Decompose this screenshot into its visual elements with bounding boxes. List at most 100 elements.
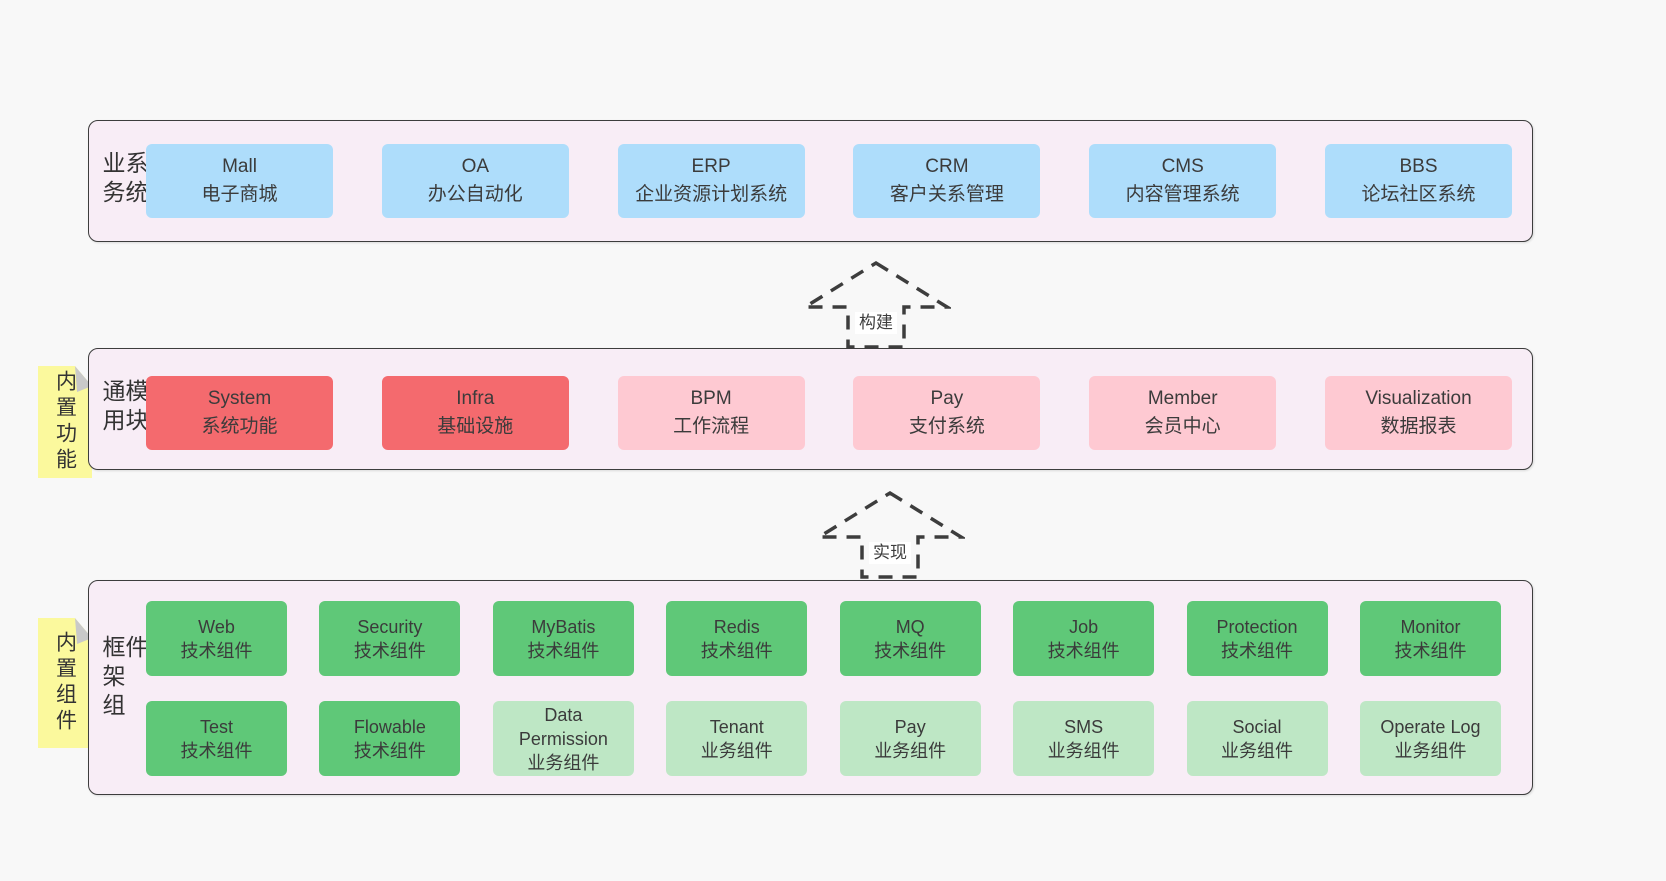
box-desc: 业务组件 — [874, 740, 947, 761]
box-desc: 技术组件 — [353, 640, 426, 661]
box-name: Flowable — [353, 716, 426, 737]
build-arrow-label: 构建 — [855, 312, 897, 335]
box-protection: Protection 技术组件 — [1186, 601, 1328, 676]
box-desc: 业务组件 — [1221, 740, 1294, 761]
box-name: SMS — [1064, 716, 1104, 737]
box-name: CRM — [925, 156, 969, 177]
box-name: BPM — [690, 388, 732, 409]
common-modules-row: System 系统功能 Infra 基础设施 BPM 工作流程 Pay 支付系统… — [146, 376, 1512, 450]
box-desc: 工作流程 — [673, 416, 750, 437]
box-pay-module: Pay 支付系统 — [853, 376, 1041, 450]
box-monitor: Monitor 技术组件 — [1359, 601, 1501, 676]
box-name: Monitor — [1400, 616, 1461, 637]
box-name: Social — [1232, 716, 1282, 737]
box-name: Visualization — [1365, 388, 1472, 409]
box-desc: 业务组件 — [1047, 740, 1120, 761]
common-modules-label: 通用模块 — [99, 379, 148, 437]
framework-row-1: Web 技术组件 Security 技术组件 MyBatis 技术组件 Redi… — [146, 601, 1501, 676]
box-name: Redis — [713, 616, 760, 637]
box-desc: 系统功能 — [201, 416, 278, 437]
box-name: Infra — [456, 388, 495, 409]
box-name: Mall — [222, 156, 257, 177]
box-infra: Infra 基础设施 — [381, 376, 569, 450]
box-desc: 会员中心 — [1144, 416, 1221, 437]
box-pay-component: Pay 业务组件 — [839, 701, 981, 776]
box-desc: 电子商城 — [201, 184, 278, 205]
box-desc: 技术组件 — [180, 640, 253, 661]
box-name: Operate Log — [1380, 716, 1481, 737]
box-desc: 业务组件 — [1394, 740, 1467, 761]
box-desc: 技术组件 — [1394, 640, 1467, 661]
box-job: Job 技术组件 — [1013, 601, 1155, 676]
framework-components-panel: 框架组件 Web 技术组件 Security 技术组件 MyBatis 技术组件… — [88, 580, 1533, 795]
box-desc: 技术组件 — [180, 740, 253, 761]
box-name: Job — [1069, 616, 1099, 637]
box-erp: ERP 企业资源计划系统 — [617, 144, 805, 218]
box-desc: 技术组件 — [1221, 640, 1294, 661]
box-visualization: Visualization 数据报表 — [1324, 376, 1512, 450]
framework-components-label: 框架组件 — [99, 634, 148, 722]
box-redis: Redis 技术组件 — [666, 601, 808, 676]
box-name: ERP — [691, 156, 731, 177]
box-desc: 技术组件 — [700, 640, 773, 661]
box-crm: CRM 客户关系管理 — [853, 144, 1041, 218]
box-desc: 技术组件 — [527, 640, 600, 661]
framework-row-2: Test 技术组件 Flowable 技术组件 Data Permission … — [146, 701, 1501, 776]
box-name: Data Permission — [518, 704, 608, 749]
box-desc: 办公自动化 — [427, 184, 523, 205]
box-system: System 系统功能 — [146, 376, 333, 450]
implement-arrow: 实现 — [815, 488, 965, 580]
box-name: BBS — [1399, 156, 1438, 177]
business-systems-panel: 业务系统 Mall 电子商城 OA 办公自动化 ERP 企业资源计划系统 CRM… — [88, 120, 1533, 242]
box-desc: 技术组件 — [1047, 640, 1120, 661]
box-desc: 技术组件 — [874, 640, 947, 661]
box-desc: 论坛社区系统 — [1361, 184, 1476, 205]
build-arrow: 构建 — [801, 258, 951, 350]
box-desc: 数据报表 — [1380, 416, 1457, 437]
box-name: CMS — [1161, 156, 1204, 177]
box-security: Security 技术组件 — [319, 601, 461, 676]
box-desc: 技术组件 — [353, 740, 426, 761]
box-name: MQ — [895, 616, 925, 637]
builtin-features-label: 内置功能 — [53, 370, 77, 474]
builtin-components-sticky: 内置组件 — [38, 618, 92, 748]
box-mq: MQ 技术组件 — [839, 601, 981, 676]
box-name: Pay — [930, 388, 964, 409]
box-social: Social 业务组件 — [1186, 701, 1328, 776]
box-desc: 业务组件 — [700, 740, 773, 761]
box-name: Pay — [894, 716, 926, 737]
box-name: Member — [1147, 388, 1218, 409]
box-name: Protection — [1216, 616, 1298, 637]
box-data-permission: Data Permission 业务组件 — [492, 701, 634, 776]
box-desc: 企业资源计划系统 — [635, 184, 788, 205]
box-name: MyBatis — [531, 616, 596, 637]
box-name: OA — [461, 156, 490, 177]
implement-arrow-label: 实现 — [869, 542, 911, 565]
box-name: System — [207, 388, 272, 409]
box-desc: 基础设施 — [437, 416, 514, 437]
box-desc: 内容管理系统 — [1125, 184, 1240, 205]
box-tenant: Tenant 业务组件 — [666, 701, 808, 776]
business-systems-row: Mall 电子商城 OA 办公自动化 ERP 企业资源计划系统 CRM 客户关系… — [146, 144, 1512, 218]
common-modules-panel: 通用模块 System 系统功能 Infra 基础设施 BPM 工作流程 Pay… — [88, 348, 1533, 470]
business-systems-label: 业务系统 — [99, 151, 148, 209]
dashed-up-arrow-icon — [801, 260, 951, 349]
builtin-features-sticky: 内置功能 — [38, 366, 92, 478]
box-bpm: BPM 工作流程 — [617, 376, 805, 450]
box-test: Test 技术组件 — [146, 701, 287, 776]
box-sms: SMS 业务组件 — [1013, 701, 1155, 776]
box-desc: 客户关系管理 — [889, 184, 1004, 205]
box-name: Security — [357, 616, 423, 637]
box-desc: 业务组件 — [527, 752, 600, 773]
box-flowable: Flowable 技术组件 — [319, 701, 461, 776]
box-mybatis: MyBatis 技术组件 — [492, 601, 634, 676]
box-name: Tenant — [709, 716, 764, 737]
box-mall: Mall 电子商城 — [146, 144, 333, 218]
box-oa: OA 办公自动化 — [381, 144, 569, 218]
box-web: Web 技术组件 — [146, 601, 287, 676]
box-operate-log: Operate Log 业务组件 — [1359, 701, 1501, 776]
box-desc: 支付系统 — [908, 416, 985, 437]
box-member: Member 会员中心 — [1089, 376, 1277, 450]
box-cms: CMS 内容管理系统 — [1089, 144, 1277, 218]
